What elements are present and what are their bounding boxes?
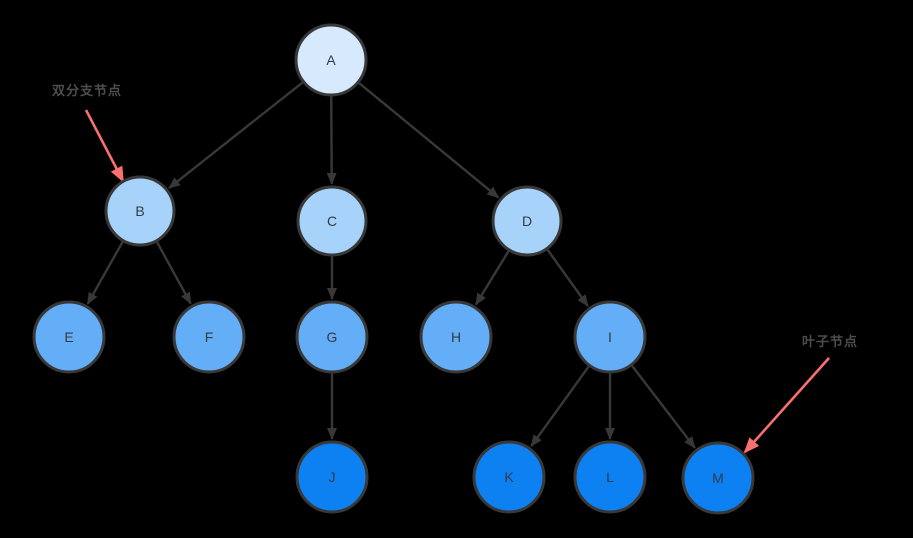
node-circle-M bbox=[681, 441, 755, 515]
edge-D-I bbox=[546, 249, 589, 307]
node-label-F: F bbox=[205, 329, 214, 345]
edge-B-E bbox=[86, 241, 124, 305]
edge-I-M bbox=[631, 365, 696, 449]
node-circle-J bbox=[295, 440, 369, 514]
node-circle-A bbox=[294, 23, 368, 97]
node-circle-K bbox=[472, 440, 546, 514]
node-label-K: K bbox=[504, 469, 514, 485]
node-circle-H bbox=[419, 300, 493, 374]
node-circle-E bbox=[32, 300, 106, 374]
tree-node-A: A bbox=[294, 23, 368, 97]
node-circle-G bbox=[295, 300, 369, 374]
node-circle-L bbox=[573, 440, 647, 514]
branch-note-arrow bbox=[84, 109, 125, 183]
node-label-I: I bbox=[608, 329, 612, 345]
tree-node-C: C bbox=[296, 185, 368, 257]
tree-node-I: I bbox=[573, 300, 647, 374]
tree-node-E: E bbox=[32, 300, 106, 374]
node-label-G: G bbox=[327, 329, 338, 345]
tree-node-J: J bbox=[295, 440, 369, 514]
leaf-note-arrow bbox=[743, 357, 830, 454]
tree-node-F: F bbox=[172, 300, 246, 374]
edge-B-F bbox=[155, 241, 192, 305]
node-circle-B bbox=[104, 175, 176, 247]
node-circle-I bbox=[573, 300, 647, 374]
tree-node-M: M bbox=[681, 441, 755, 515]
node-label-B: B bbox=[135, 203, 144, 219]
edge-A-D bbox=[358, 82, 500, 199]
node-label-H: H bbox=[451, 329, 461, 345]
tree-node-H: H bbox=[419, 300, 493, 374]
tree-node-D: D bbox=[491, 185, 563, 257]
node-circle-C bbox=[296, 185, 368, 257]
node-label-A: A bbox=[326, 52, 336, 68]
node-label-M: M bbox=[712, 470, 724, 486]
node-label-C: C bbox=[327, 213, 337, 229]
node-label-L: L bbox=[606, 469, 614, 485]
edge-I-K bbox=[530, 365, 590, 447]
edge-D-H bbox=[474, 250, 510, 306]
tree-node-L: L bbox=[573, 440, 647, 514]
tree-node-B: B bbox=[104, 175, 176, 247]
edge-A-C bbox=[326, 96, 337, 186]
tree-node-K: K bbox=[472, 440, 546, 514]
tree-node-G: G bbox=[295, 300, 369, 374]
leaf-note-label: 叶子节点 bbox=[802, 334, 858, 349]
edge-A-B bbox=[168, 81, 304, 189]
node-circle-D bbox=[491, 185, 563, 257]
node-label-D: D bbox=[522, 213, 532, 229]
node-label-E: E bbox=[64, 329, 73, 345]
branch-note-label: 双分支节点 bbox=[52, 83, 122, 98]
node-label-J: J bbox=[329, 469, 336, 485]
node-circle-F bbox=[172, 300, 246, 374]
